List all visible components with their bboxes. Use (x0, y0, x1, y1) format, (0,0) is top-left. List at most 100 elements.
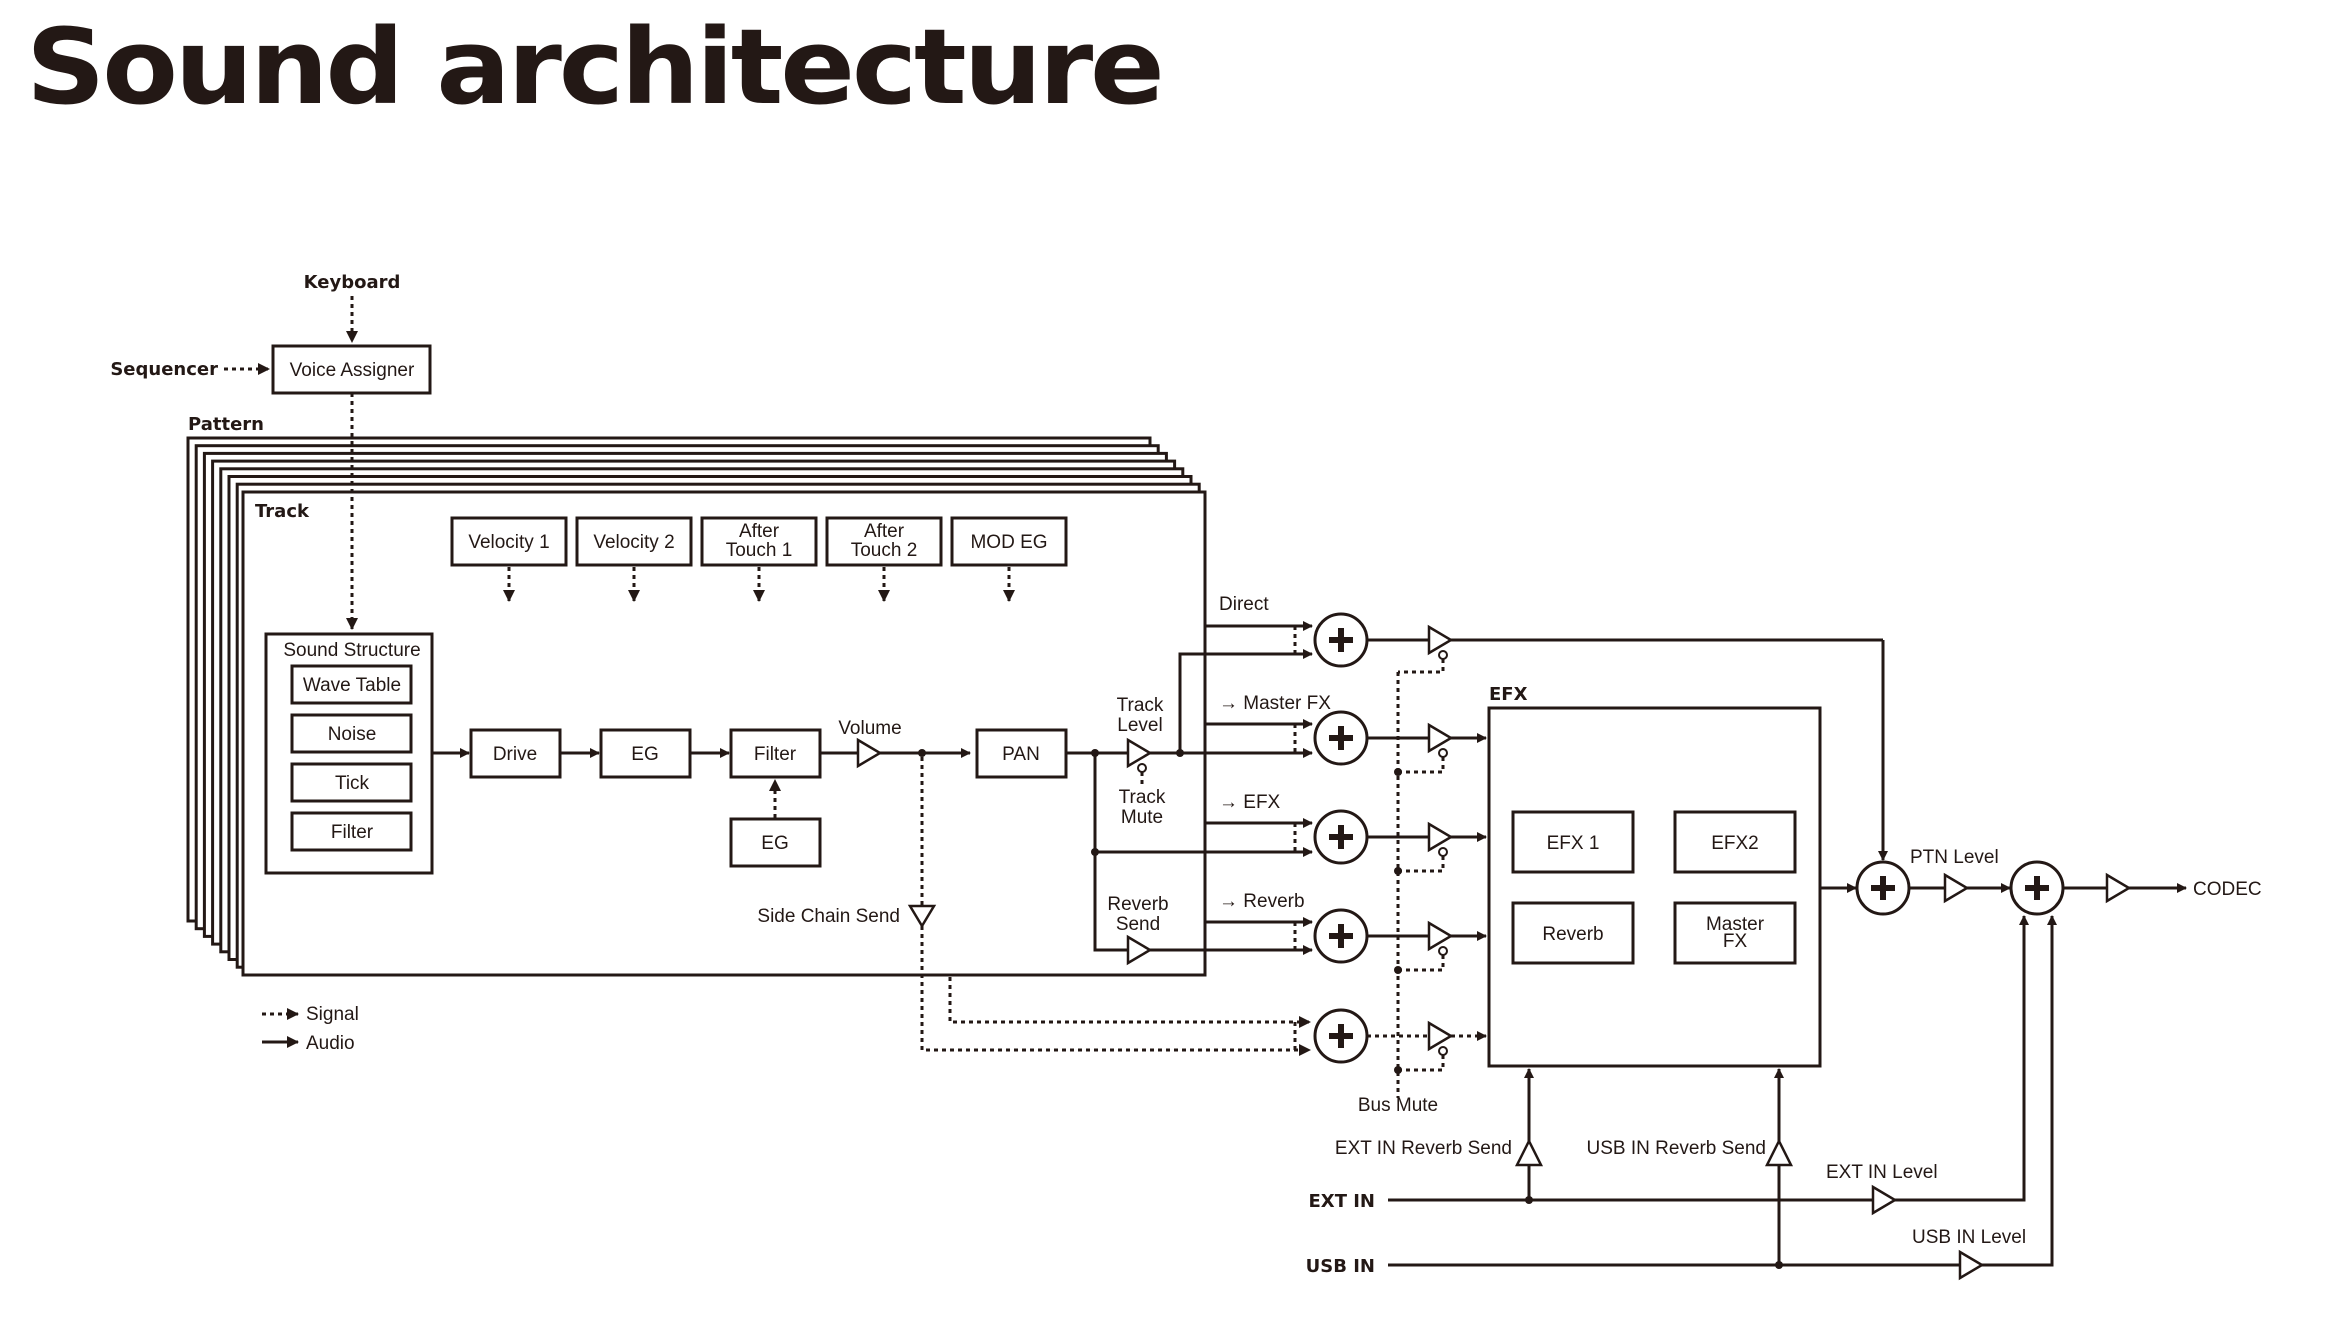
drive-label: Drive (493, 744, 537, 765)
bus-summers (1313, 612, 1883, 1074)
bus-mute-signal (1398, 955, 1445, 972)
ptn-level-amp-icon (1943, 872, 1970, 904)
sound-structure-item-label: Filter (331, 822, 374, 843)
sound-structure-item-label: Tick (335, 773, 370, 794)
sound-structure-label: Sound Structure (283, 640, 420, 661)
efx-block (1673, 901, 1797, 965)
efx-box (1487, 706, 1822, 1068)
bus-level-amp-icon (1427, 821, 1454, 853)
modulator-box (825, 516, 943, 567)
mute-toggle-icon (1137, 763, 1147, 773)
side-chain-send-amp-icon (907, 904, 937, 929)
filter-eg-label: EG (761, 833, 788, 854)
bus-level-amp-icon (1427, 624, 1454, 656)
plus-icon (1329, 1024, 1353, 1048)
track-label: Track (255, 501, 310, 522)
modulator-box (950, 516, 1068, 567)
bus-level-amp-icon (1427, 1020, 1454, 1052)
plus-icon (1329, 924, 1353, 948)
ext-in-reverb-send-amp-icon (1514, 1138, 1544, 1167)
track-level-amp-icon (1126, 737, 1153, 769)
side-chain-to-bus-arrow (948, 977, 1311, 1028)
bus-level-amp-icon (1427, 920, 1454, 952)
usb-in-level-label: USB IN Level (1912, 1227, 2026, 1248)
legend-audio-label: Audio (306, 1033, 355, 1054)
voice-assigner-label: Voice Assigner (290, 360, 415, 381)
efx-block-label: EFX2 (1711, 833, 1759, 854)
direct-bus-label: Direct (1219, 594, 1269, 615)
codec-label: CODEC (2193, 879, 2262, 900)
mute-toggle-icon (1438, 748, 1448, 758)
keyboard-label: Keyboard (304, 272, 401, 293)
bus-mute-signal (1398, 659, 1445, 674)
voice-assigner-box (271, 344, 432, 395)
junction-dot (918, 749, 926, 757)
side-chain-to-bus-arrow (920, 926, 1311, 1056)
bus-mute-signal (1398, 856, 1445, 873)
pan-label: PAN (1002, 744, 1040, 765)
plus-icon (1329, 726, 1353, 750)
efx-bus-label: → EFX (1219, 792, 1281, 813)
bus-mute-label: Bus Mute (1358, 1095, 1438, 1116)
page-title: Sound architecture (26, 6, 1165, 128)
plus-icon (1329, 825, 1353, 849)
usb-in-reverb-send-amp-icon (1764, 1138, 1794, 1167)
plus-icon (2025, 876, 2049, 900)
efx-block-label: EFX 1 (1547, 833, 1600, 854)
efx-block (1511, 901, 1635, 965)
bus-input-lines (1205, 621, 1313, 1050)
pan-box (975, 728, 1068, 779)
modulator-box (450, 516, 568, 567)
ext-in-label: EXT IN (1309, 1191, 1375, 1212)
master-level-amp-icon (2105, 872, 2132, 904)
legend-signal-label: Signal (306, 1004, 359, 1025)
modulator-label: Velocity 2 (593, 532, 674, 553)
audio-line (1093, 753, 1128, 952)
junction-dot (1394, 1066, 1402, 1074)
master-fx-bus-label: → Master FX (1219, 693, 1331, 714)
bus-mute-signal (1398, 1055, 1445, 1072)
eg-box (599, 728, 692, 779)
reverb-send-amp-icon (1126, 934, 1153, 966)
mute-toggle-icon (1438, 847, 1448, 857)
filter-label: Filter (754, 744, 797, 765)
sequencer-label: Sequencer (110, 359, 218, 380)
volume-label: Volume (838, 718, 901, 739)
volume-amp-icon (856, 737, 883, 769)
sound-structure-item (290, 811, 413, 852)
sound-structure-item (290, 713, 413, 754)
bus-level-amp-icon (1427, 722, 1454, 754)
plus-icon (1871, 876, 1895, 900)
ext-in-to-master-sum-arrow (1895, 915, 2029, 1202)
mute-toggle-icon (1438, 946, 1448, 956)
pattern-label: Pattern (188, 414, 264, 435)
modulator-label: MOD EG (970, 532, 1047, 553)
side-chain-send-label: Side Chain Send (757, 906, 900, 927)
ext-in-level-amp-icon (1871, 1184, 1898, 1216)
bus-mute-signal (1398, 757, 1445, 774)
eg-label: EG (631, 744, 658, 765)
junction-dot (1394, 867, 1402, 875)
modulator-box (575, 516, 693, 567)
usb-in-level-amp-icon (1958, 1249, 1985, 1281)
plus-icon (1329, 628, 1353, 652)
ext-in-reverb-send-label: EXT IN Reverb Send (1335, 1138, 1512, 1159)
sound-structure-item-label: Wave Table (303, 675, 401, 696)
filter-eg-box (729, 817, 822, 868)
usb-in-reverb-send-label: USB IN Reverb Send (1586, 1138, 1766, 1159)
efx-block (1511, 810, 1635, 874)
mute-toggle-icon (1438, 1046, 1448, 1056)
ptn-level-label: PTN Level (1910, 847, 1999, 868)
efx-block (1673, 810, 1797, 874)
usb-in-label: USB IN (1306, 1256, 1375, 1277)
sound-structure-item (290, 762, 413, 803)
